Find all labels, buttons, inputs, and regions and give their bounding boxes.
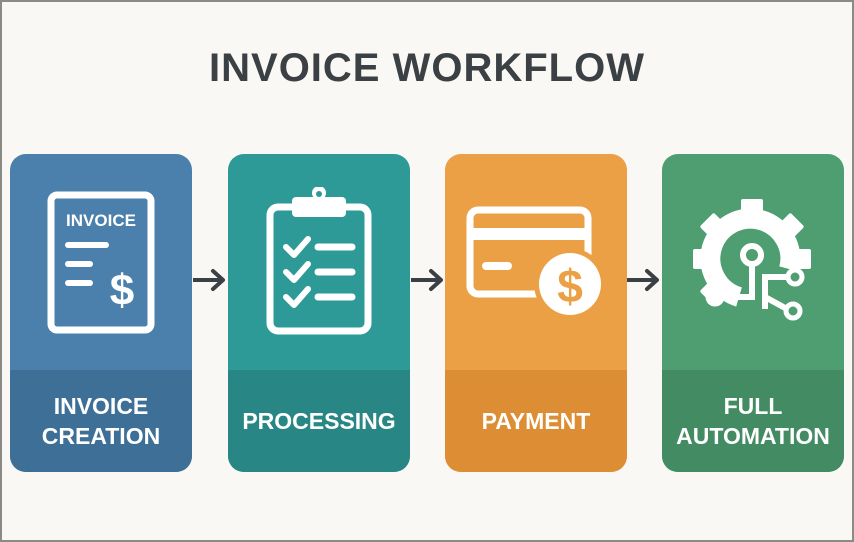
step-label-line1: FULL — [723, 393, 783, 419]
icon-area — [228, 154, 410, 370]
step-invoice-creation: INVOICE $ INVOICE CREATION — [10, 154, 192, 472]
step-full-automation: FULL AUTOMATION — [662, 154, 844, 472]
step-label: PAYMENT — [445, 370, 627, 472]
invoice-document-icon: INVOICE $ — [47, 191, 155, 333]
step-label-line2: AUTOMATION — [676, 423, 830, 449]
step-label-line2: CREATION — [41, 423, 161, 449]
diagram-title: INVOICE WORKFLOW — [209, 46, 645, 90]
clipboard-checklist-icon — [266, 187, 372, 335]
arrow-right-icon — [411, 269, 443, 291]
arrow-right-icon — [627, 269, 659, 291]
icon-area: $ — [445, 154, 627, 370]
gear-circuit-icon — [693, 199, 811, 321]
svg-text:$: $ — [557, 260, 583, 312]
svg-text:INVOICE: INVOICE — [66, 211, 136, 230]
icon-area: INVOICE $ — [10, 154, 192, 370]
arrow-right-icon — [193, 269, 225, 291]
step-processing: PROCESSING — [228, 154, 410, 472]
svg-text:$: $ — [110, 266, 134, 315]
step-payment: $ PAYMENT — [445, 154, 627, 472]
step-label: FULL AUTOMATION — [662, 370, 844, 472]
step-label-line1: PROCESSING — [242, 408, 396, 434]
step-label-line1: INVOICE — [53, 393, 149, 419]
step-label: PROCESSING — [228, 370, 410, 472]
icon-area — [662, 154, 844, 370]
credit-card-dollar-icon: $ — [466, 206, 606, 320]
step-label-line1: PAYMENT — [481, 408, 591, 434]
step-label: INVOICE CREATION — [10, 370, 192, 472]
